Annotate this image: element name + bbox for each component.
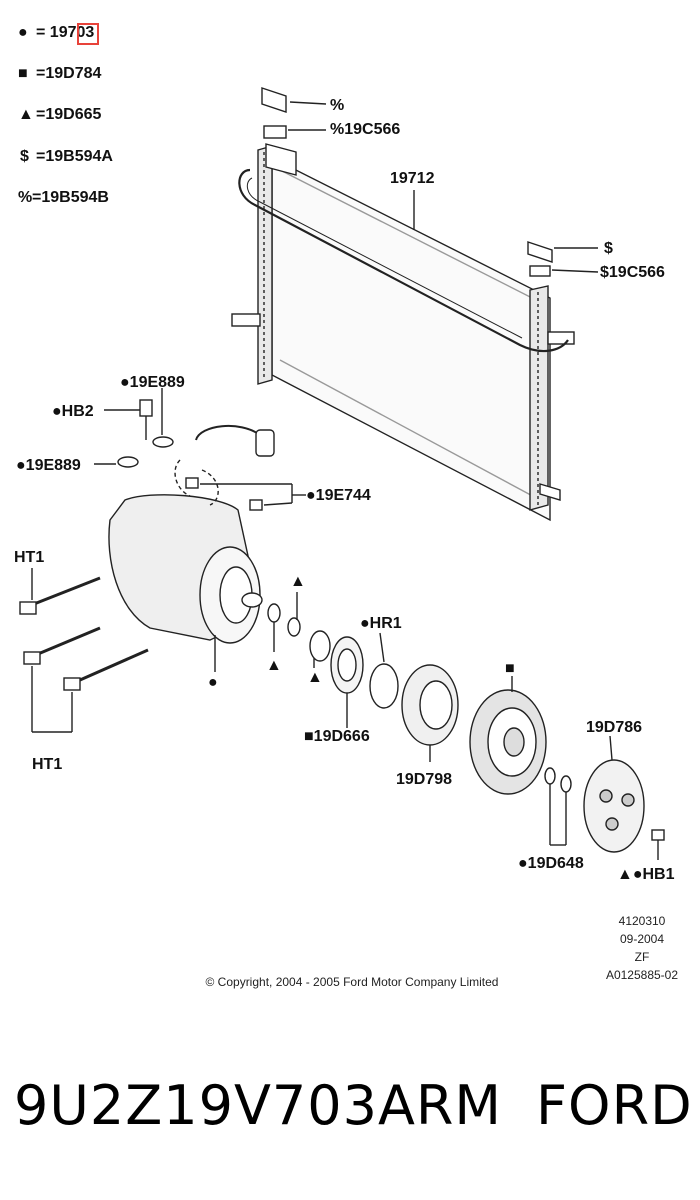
mark-triangle-lower: ▲ xyxy=(266,657,282,674)
legend-text-19703: = 19703 xyxy=(36,24,94,41)
callout-19e744: ●19E744 xyxy=(306,487,371,504)
part-number: 9U2Z19V703ARM xyxy=(14,1074,503,1137)
legend-symbol-dollar: $ xyxy=(20,148,29,165)
callout-hb1: ▲●HB1 xyxy=(617,866,675,883)
callout-hr1: ●HR1 xyxy=(360,615,402,632)
legend-symbol-percent: % xyxy=(18,189,32,206)
exploded-parts-diagram: ● = 19703 ■ =19D784 ▲ =19D665 $ =19B594A… xyxy=(14,23,678,989)
legend: ● = 19703 ■ =19D784 ▲ =19D665 $ =19B594A… xyxy=(18,23,113,206)
legend-symbol-circle: ● xyxy=(18,24,28,41)
callout-19e889-left: ●19E889 xyxy=(16,457,81,474)
info-line-1: 4120310 xyxy=(619,914,666,928)
callout-19d798: 19D798 xyxy=(396,771,452,788)
info-line-3: ZF xyxy=(635,950,650,964)
callout-19d786: 19D786 xyxy=(586,719,642,736)
callout-ht1-top: HT1 xyxy=(14,549,44,566)
copyright-notice: © Copyright, 2004 - 2005 Ford Motor Comp… xyxy=(206,975,499,989)
callout-dollar-19c566: $19C566 xyxy=(600,264,665,281)
compressor-drawing xyxy=(94,388,306,672)
callout-percent: % xyxy=(330,97,344,114)
manufacturer-name: FORD xyxy=(536,1074,693,1137)
callout-19d666: ■19D666 xyxy=(304,728,370,745)
condenser-drawing xyxy=(231,87,599,522)
callout-19712: 19712 xyxy=(390,170,435,187)
legend-symbol-square: ■ xyxy=(18,65,28,82)
legend-text-19b594b: =19B594B xyxy=(32,189,109,206)
clutch-parts-drawing xyxy=(267,592,665,860)
legend-symbol-triangle: ▲ xyxy=(18,106,34,123)
legend-text-19d784: =19D784 xyxy=(36,65,101,82)
info-line-4: A0125885-02 xyxy=(606,968,678,982)
callout-ht1-bottom: HT1 xyxy=(32,756,62,773)
info-line-2: 09-2004 xyxy=(620,932,664,946)
callout-19d648: ●19D648 xyxy=(518,855,584,872)
callout-hb2: ●HB2 xyxy=(52,403,94,420)
mark-circle-compressor: ● xyxy=(208,674,218,691)
mark-square-pulley: ■ xyxy=(505,660,515,677)
mark-triangle-upper: ▲ xyxy=(290,573,306,590)
legend-text-19b594a: =19B594A xyxy=(36,148,113,165)
callout-19e889-top: ●19E889 xyxy=(120,374,185,391)
callout-labels: % %19C566 19712 $ $19C566 ●19E889 ●HB2 ●… xyxy=(14,97,675,883)
callout-percent-19c566: %19C566 xyxy=(330,121,400,138)
ht1-bolts-drawing xyxy=(19,568,149,733)
callout-dollar: $ xyxy=(604,240,613,257)
info-block: 4120310 09-2004 ZF A0125885-02 xyxy=(606,914,678,982)
highlight-box xyxy=(77,23,99,45)
legend-text-19d665: =19D665 xyxy=(36,106,101,123)
mark-triangle-ring: ▲ xyxy=(307,669,323,686)
